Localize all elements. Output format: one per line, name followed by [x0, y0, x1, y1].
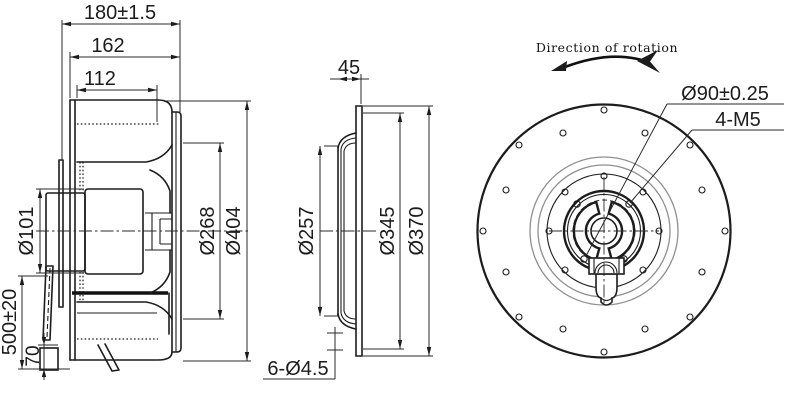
dim-housing-depth: 162 — [69, 35, 180, 98]
dim-ring-holes: 6-Ø4.5 — [263, 327, 343, 380]
dim-hub-circle-label: Ø90±0.25 — [681, 83, 769, 105]
dim-impeller-od: Ø404 — [165, 100, 251, 362]
dim-inlet-opening-label: Ø268 — [197, 207, 219, 256]
dim-ring-holes-label: 6-Ø4.5 — [267, 358, 328, 380]
dim-ring-bolt-circle: Ø345 — [363, 112, 404, 350]
rotation-note: Direction of rotation — [536, 40, 678, 55]
dim-hub-holes-label: 4-M5 — [715, 109, 761, 131]
dim-hub-circle: Ø90±0.25 — [586, 83, 784, 255]
dim-housing-depth-label: 162 — [91, 35, 124, 57]
dim-ring-bolt-circle-label: Ø345 — [377, 207, 399, 256]
dim-impeller-od-label: Ø404 — [223, 207, 245, 256]
dim-inlet-opening: Ø268 — [183, 142, 224, 320]
dim-overall-depth-label: 180±1.5 — [84, 2, 156, 24]
dim-bracket-offset: 70 — [23, 333, 58, 380]
dim-motor-diameter: Ø101 — [16, 188, 84, 274]
dim-ring-throat: Ø257 — [296, 145, 337, 317]
rotation-arrow — [551, 50, 660, 73]
dim-ring-od: Ø370 — [363, 105, 433, 357]
dim-inlet-depth: 112 — [76, 68, 158, 122]
dim-ring-od-label: Ø370 — [406, 207, 428, 256]
front-view: Direction of rotation Ø90±0.25 4-M5 — [476, 40, 784, 359]
dim-ring-depth-label: 45 — [338, 57, 360, 79]
dim-inlet-depth-label: 112 — [84, 68, 116, 90]
dim-overall-depth: 180±1.5 — [61, 2, 181, 160]
dim-motor-diameter-label: Ø101 — [16, 207, 38, 256]
dim-hub-holes: 4-M5 — [629, 109, 784, 204]
inlet-ring-view: 45 Ø257 Ø345 Ø370 — [263, 57, 433, 380]
side-section-view: 180±1.5 162 112 Ø101 — [0, 2, 251, 380]
rivet-holes — [479, 106, 729, 356]
dim-cable-length-label: 500±20 — [0, 289, 21, 356]
cable-gland — [588, 257, 625, 306]
dim-ring-throat-label: Ø257 — [296, 207, 318, 256]
dim-ring-depth: 45 — [330, 57, 369, 104]
dim-bracket-offset-label: 70 — [23, 345, 44, 366]
impeller-disc-outline — [476, 103, 732, 359]
